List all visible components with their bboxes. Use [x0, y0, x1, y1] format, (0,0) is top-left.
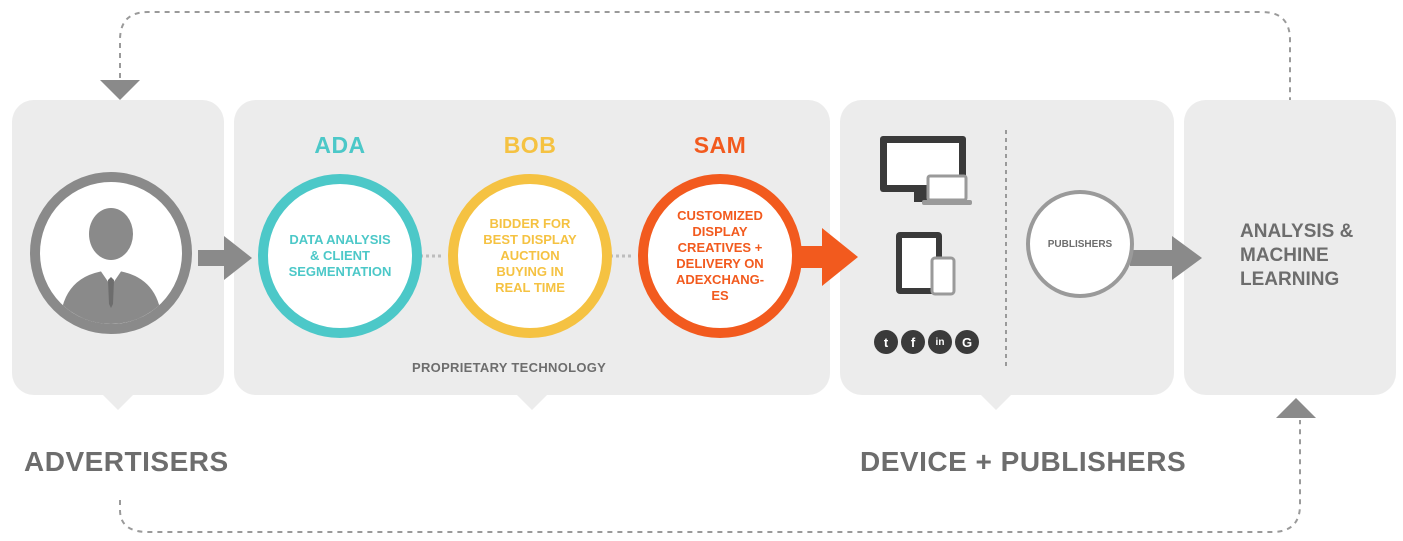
device-publishers-label: DEVICE + PUBLISHERS [860, 446, 1187, 477]
analysis-text: ANALYSIS & MACHINE LEARNING [1240, 220, 1353, 292]
step-circle-sam: CUSTOMIZED DISPLAY CREATIVES + DELIVERY … [638, 174, 802, 338]
sam-line: CREATIVES + [677, 240, 763, 255]
bob-line: BIDDER FOR [489, 216, 571, 231]
arrow-right-icon [224, 236, 252, 280]
sam-line: DISPLAY [692, 224, 748, 239]
analysis-line: ANALYSIS & [1240, 221, 1354, 242]
sam-line: ES [711, 288, 729, 303]
linkedin-icon: in [928, 330, 952, 354]
bob-line: AUCTION [500, 248, 560, 263]
sam-line: CUSTOMIZED [677, 208, 763, 223]
publishers-label: PUBLISHERS [1047, 238, 1113, 250]
top-loop-arrowhead [100, 80, 140, 100]
step-circle-ada: DATA ANALYSIS & CLIENT SEGMENTATION [258, 174, 422, 338]
ada-line: & CLIENT [310, 248, 370, 263]
top-loop-line [119, 11, 1291, 100]
bottom-loop-arrowhead [1276, 398, 1316, 418]
bob-line: BEST DISPLAY [483, 232, 577, 247]
ada-line: DATA ANALYSIS [289, 232, 391, 247]
twitter-icon: t [874, 330, 898, 354]
google-icon: G [955, 330, 979, 354]
step-circle-bob: BIDDER FOR BEST DISPLAY AUCTION BUYING I… [448, 174, 612, 338]
technology-label: PROPRIETARY TECHNOLOGY [412, 360, 607, 375]
analysis-panel [1184, 100, 1396, 395]
analysis-line: MACHINE [1240, 245, 1329, 266]
sam-line: DELIVERY ON [676, 256, 764, 271]
step-title-bob: BOB [503, 132, 557, 158]
orange-arrow-icon [822, 228, 858, 286]
sam-line: ADEXCHANG- [675, 272, 765, 287]
bob-line: REAL TIME [495, 280, 565, 295]
advertisers-label: ADVERTISERS [24, 446, 229, 477]
phone-icon [930, 256, 956, 296]
publishers-circle: PUBLISHERS [1026, 190, 1134, 298]
ada-line: SEGMENTATION [288, 264, 392, 279]
bottom-loop-line [119, 420, 1301, 533]
analysis-line: LEARNING [1240, 269, 1340, 290]
facebook-icon: f [901, 330, 925, 354]
step-title-ada: ADA [314, 132, 366, 158]
bob-line: BUYING IN [496, 264, 564, 279]
step-title-sam: SAM [693, 132, 747, 158]
advertiser-avatar [30, 172, 192, 334]
laptop-icon [922, 174, 972, 205]
